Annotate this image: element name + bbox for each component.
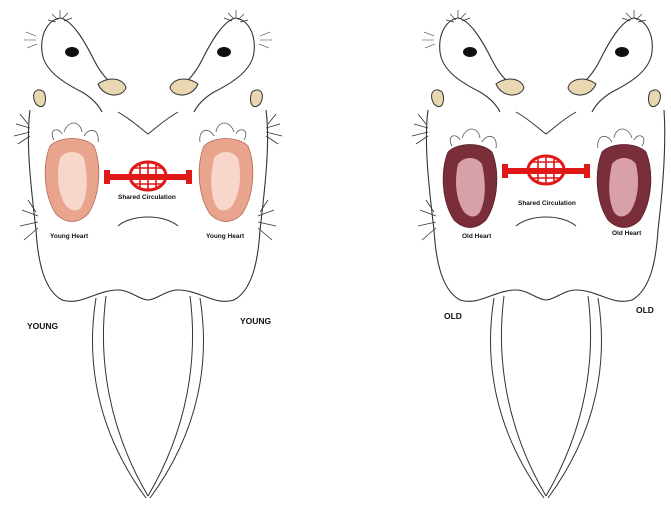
panel-young <box>14 10 282 498</box>
mouse-head-right <box>568 10 660 112</box>
heart-icon <box>199 123 253 222</box>
panel-old <box>412 10 665 498</box>
mouse-label-old-right: OLD <box>636 305 654 315</box>
mouse-label-young-left: YOUNG <box>27 321 58 331</box>
mouse-label-young-right: YOUNG <box>240 316 271 326</box>
heart-icon <box>443 129 497 228</box>
paw-icon <box>412 114 428 144</box>
shared-circulation-label-young: Shared Circulation <box>118 194 176 201</box>
heart-label-old-left: Old Heart <box>462 233 491 240</box>
mouse-head-left <box>422 10 524 112</box>
ear-icon <box>98 79 126 95</box>
mouse-head-right <box>170 10 272 112</box>
ear-icon <box>34 90 46 107</box>
paw-icon <box>266 114 282 144</box>
heart-label-old-right: Old Heart <box>612 230 641 237</box>
heart-icon <box>45 123 99 222</box>
shared-circulation-label-old: Shared Circulation <box>518 200 576 207</box>
shared-circulation-icon <box>502 156 590 184</box>
mouse-head-left <box>24 10 126 112</box>
heart-label-young-right: Young Heart <box>206 233 244 240</box>
tail-left <box>491 298 544 498</box>
shared-circulation-icon <box>104 162 192 190</box>
heart-icon <box>597 129 651 228</box>
heart-label-young-left: Young Heart <box>50 233 88 240</box>
paw-icon <box>14 114 30 144</box>
tail-right <box>548 298 601 498</box>
tail-left <box>93 298 146 498</box>
mouse-label-old-left: OLD <box>444 311 462 321</box>
tail-right <box>150 298 203 498</box>
eye-icon <box>65 47 79 57</box>
